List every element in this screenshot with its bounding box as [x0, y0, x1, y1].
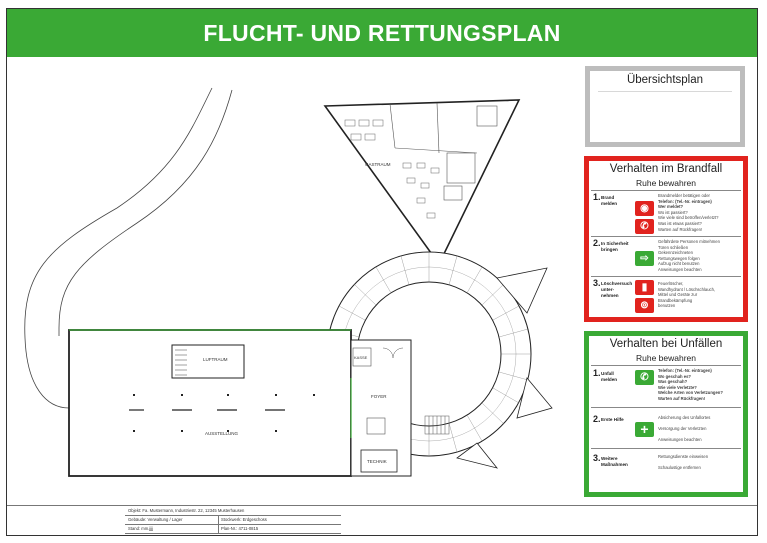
- title-block-stand: Stand: mm.jjjj: [128, 526, 154, 531]
- technik-box: [360, 449, 398, 473]
- accident-behavior-panel: Verhalten bei Unfällen Ruhe bewahren 1. …: [584, 331, 748, 497]
- overview-title: Übersichtsplan: [626, 74, 704, 86]
- step-text: Brandmelder betätigen oder Telefon: (Tel…: [658, 193, 719, 232]
- title-block: Objekt: Fa. Mustermann, Industriestr. 22…: [125, 507, 341, 534]
- step-label: Brand melden: [601, 195, 618, 206]
- step-number: 2.: [593, 414, 601, 424]
- divider: [591, 190, 741, 191]
- divider: [125, 533, 341, 534]
- step-text: Gefährdete Personen mitnehmen Türen schl…: [658, 239, 720, 272]
- luftraum-box: [171, 344, 245, 379]
- step-label: In Sicherheit bringen: [601, 241, 629, 252]
- divider: [591, 276, 741, 277]
- step-label: Löschversuch unter- nehmen: [601, 281, 633, 298]
- step-number: 2.: [593, 238, 601, 248]
- step-text: Absicherung des Unfallortes Versorgung d…: [658, 415, 711, 443]
- floor-plan: GASTRAUM LUFTRAUM: [24, 87, 553, 477]
- fire-panel-title: Verhalten im Brandfall: [609, 163, 723, 175]
- phone-icon: ✆: [635, 370, 654, 385]
- title-block-objekt: Objekt: Fa. Mustermann, Industriestr. 22…: [128, 508, 245, 513]
- title-block-gebaeude: Gebäude: Verwaltung / Lager: [128, 517, 183, 522]
- divider: [591, 448, 741, 449]
- step-number: 1.: [593, 192, 601, 202]
- step-number: 3.: [593, 278, 601, 288]
- stairs: [424, 415, 450, 435]
- restaurant-tables: [344, 119, 440, 219]
- page-title: FLUCHT- UND RETTUNGSPLAN: [203, 20, 561, 46]
- divider: [125, 515, 341, 516]
- fire-extinguisher-icon: ▮: [635, 280, 654, 295]
- accident-panel-subtitle: Ruhe bewahren: [635, 353, 696, 363]
- fire-panel-subtitle: Ruhe bewahren: [635, 178, 696, 188]
- step-text: Telefon: (Tel.-Nr. eintragen) Wo geschah…: [658, 368, 723, 401]
- title-block-plan-nr: Plan-Nr.: 4711-0815: [221, 526, 259, 531]
- kasse-box: [352, 347, 372, 367]
- emergency-exit-icon: ⇨: [635, 251, 654, 266]
- step-label: Weitere Maßnahmen: [601, 456, 628, 467]
- first-aid-icon: +: [635, 422, 654, 437]
- fire-behavior-panel: Verhalten im Brandfall Ruhe bewahren 1. …: [584, 156, 748, 322]
- divider: [598, 91, 732, 92]
- divider: [125, 524, 341, 525]
- plan-label-gastraum: GASTRAUM: [365, 162, 391, 167]
- foyer-area: [350, 339, 412, 477]
- fire-alarm-icon: ◉: [635, 201, 654, 216]
- accident-panel-title: Verhalten bei Unfällen: [609, 338, 723, 350]
- divider: [591, 365, 741, 366]
- plan-label-ausstellung: AUSSTELLUNG: [205, 431, 239, 436]
- divider: [218, 516, 219, 534]
- step-label: Unfall melden: [601, 371, 618, 382]
- columns: [133, 394, 315, 432]
- divider: [7, 505, 757, 506]
- divider: [591, 407, 741, 408]
- step-number: 1.: [593, 368, 601, 378]
- step-label: Erste Hilfe: [601, 417, 624, 422]
- header-bar: FLUCHT- UND RETTUNGSPLAN: [7, 9, 757, 57]
- divider: [591, 236, 741, 237]
- plan-label-foyer: FOYER: [371, 394, 387, 399]
- access-road-inner: [58, 89, 233, 336]
- access-road-outer: [24, 87, 213, 409]
- step-text: Feuerlöscher, Wandhydrant / Löschschlauc…: [658, 281, 716, 309]
- step-text: Rettungsdienste einweisen Schaulustige e…: [658, 454, 709, 471]
- plan-label-luftraum: LUFTRAUM: [203, 357, 228, 362]
- fire-hose-icon: ⊚: [635, 298, 654, 313]
- overview-plan-box: Übersichtsplan: [585, 66, 745, 147]
- title-block-stockwerk: Stockwerk: Erdgeschoss: [221, 517, 267, 522]
- restaurant-building: [323, 99, 521, 266]
- plan-label-kasse: KASSE: [354, 355, 368, 360]
- phone-icon: ✆: [635, 219, 654, 234]
- plan-label-technik: TECHNIK: [367, 459, 387, 464]
- building-star-points: [456, 267, 553, 469]
- step-number: 3.: [593, 453, 601, 463]
